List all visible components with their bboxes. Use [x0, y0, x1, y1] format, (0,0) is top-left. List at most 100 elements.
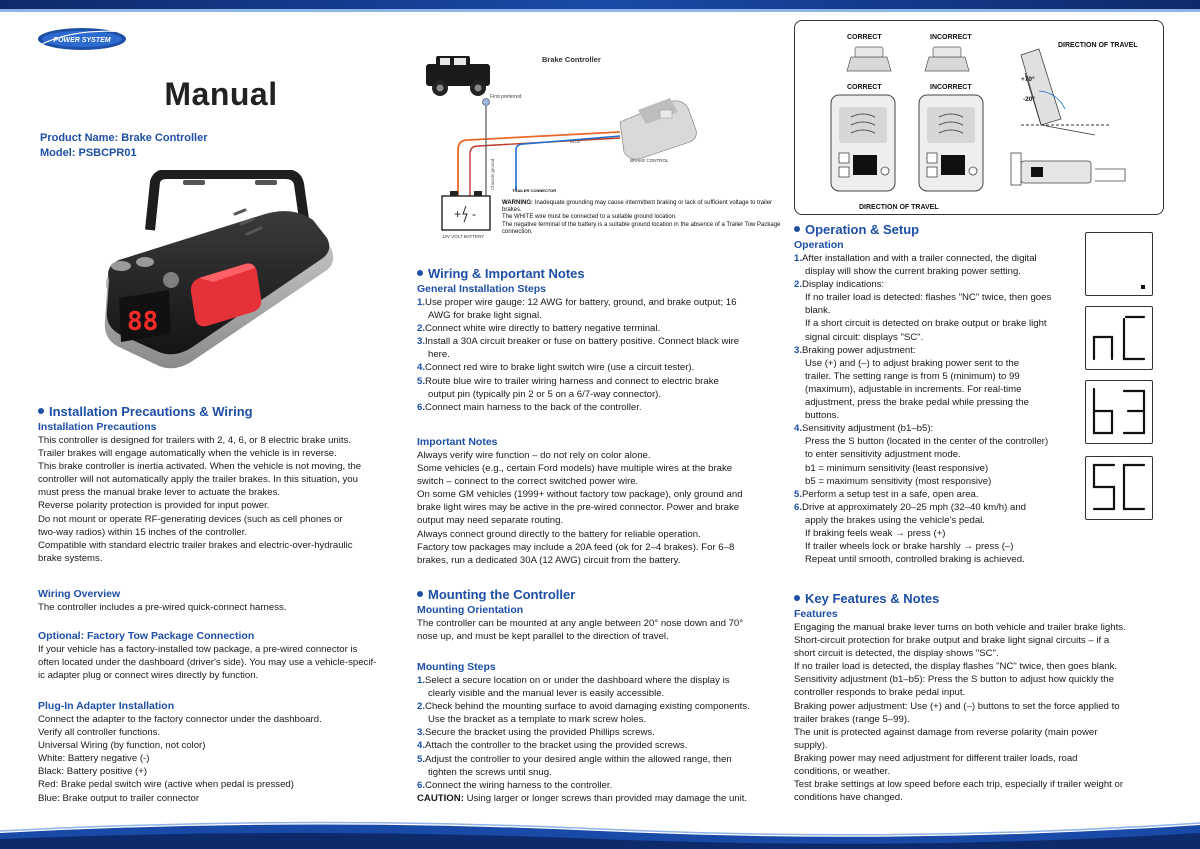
mounting-heading: Mounting the Controller: [417, 587, 785, 602]
orientation-illustration: CORRECT INCORRECT CORRECT INCORRECT: [830, 34, 1138, 211]
operation-item-cont: If a short circuit is detected on brake …: [805, 318, 1047, 330]
installation-line: brake systems.: [38, 552, 103, 564]
installation-line: Do not mount or operate RF-generating de…: [38, 513, 343, 525]
direction-label-top: DIRECTION OF TRAVEL: [1058, 42, 1138, 49]
correct-label-1: CORRECT: [847, 34, 882, 41]
operation-item-cont: display will show the current braking po…: [805, 266, 1021, 278]
top-stripe: [0, 0, 1200, 9]
small-unit-correct-icon: [846, 46, 892, 72]
brake-control-unit-icon: [619, 98, 697, 160]
operation-item-cont: Repeat until smooth, controlled braking …: [805, 554, 1025, 566]
wiring-overview-section: Wiring Overview The controller includes …: [38, 586, 406, 614]
features-section: Key Features & Notes Features Engaging t…: [794, 591, 1164, 804]
feature-line: The unit is protected against damage fro…: [794, 726, 1098, 738]
plugin-adapter-line: Blue: Brake output to trailer connector: [38, 792, 200, 804]
important-note-line: brakes, run a dedicated 30A (12 AWG) cir…: [417, 554, 681, 566]
bullet-icon: [417, 270, 423, 276]
chassis-ground-label: Chassis ground: [490, 158, 495, 190]
mounting-step: 4.Attach the controller to the bracket u…: [417, 740, 688, 752]
display-nc: [1085, 306, 1153, 370]
mounting-step: 1.Select a secure location on or under t…: [417, 675, 730, 686]
plugin-adapter-heading: Plug-In Adapter Installation: [38, 700, 175, 712]
tow-package-line: If your vehicle has a factory-installed …: [38, 644, 358, 655]
page-title: Manual: [164, 76, 278, 112]
operation-heading: Operation & Setup: [794, 222, 1084, 237]
product-name: Product Name: Brake Controller: [40, 132, 208, 144]
installation-line: This brake controller is inertia activat…: [38, 461, 362, 473]
mounting-step: 2.Check behind the mounting surface to a…: [417, 701, 750, 713]
plugin-adapter-line: Universal Wiring (by function, not color…: [38, 740, 206, 752]
bottom-wave-decoration: [0, 821, 1200, 849]
warning-line: The negative terminal of the battery is …: [502, 221, 781, 235]
mounting-step-cont: clearly visible and the manual lever is …: [428, 688, 665, 700]
operation-item-cont: trailer. The setting range is from 5 (mi…: [805, 370, 1020, 382]
install-step: 3.Install a 30A circuit breaker or fuse …: [417, 336, 740, 348]
plugin-adapter-line: Connect the adapter to the factory conne…: [38, 714, 322, 725]
important-note-line: Factory tow packages may include a 20A f…: [417, 541, 735, 553]
model-number: Model: PSBCPR01: [40, 147, 137, 159]
display-blank: [1085, 232, 1153, 296]
feature-line: Sensitivity adjustment (b1–b5): Press th…: [794, 674, 1114, 686]
product-info: Product Name: Brake Controller Model: PS…: [40, 131, 207, 161]
operation-item-cont: Use (+) and (–) to adjust braking power …: [805, 357, 1020, 369]
feature-line: short circuit is detected, the display s…: [794, 648, 999, 660]
operation-item: 3.Braking power adjustment:: [794, 344, 916, 356]
operation-subheading: Operation: [794, 239, 844, 251]
operation-item-cont: Press the S button (located in the cente…: [805, 436, 1049, 448]
mounting-step-cont: Use the bracket as a template to mark sc…: [428, 714, 647, 726]
plugin-adapter-line: Red: Brake pedal switch wire (active whe…: [38, 779, 294, 791]
diagram-title: Brake Controller: [542, 55, 601, 64]
important-notes-section: Important Notes Always verify wire funct…: [417, 434, 785, 567]
bullet-icon: [38, 408, 44, 414]
installation-section: Installation Precautions & Wiring Instal…: [38, 404, 406, 565]
tow-package-line: often located under the dashboard (drive…: [38, 657, 377, 669]
operation-item: 2.Display indications:: [794, 279, 885, 291]
warning-line: Inadequate grounding may cause intermitt…: [502, 200, 773, 214]
important-note-line: Some vehicles (e.g., certain Ford models…: [417, 463, 733, 475]
plugin-adapter-line: White: Battery negative (-): [38, 753, 150, 765]
incorrect-label-2: INCORRECT: [930, 84, 972, 91]
important-note-line: output may need separate routing.: [417, 515, 564, 527]
wiring-overview-line: The controller includes a pre-wired quic…: [38, 602, 287, 613]
feature-line: conditions, or weather.: [794, 766, 890, 778]
feature-line: Braking power may need adjustment for di…: [794, 752, 1078, 764]
mounting-steps-heading: Mounting Steps: [417, 661, 496, 673]
feature-line: controller responds to brake pedal input…: [794, 687, 966, 699]
first-preferred-label: First preferred: [490, 94, 522, 100]
angle-down-label: -20°: [1023, 95, 1035, 103]
important-note-line: On some GM vehicles (1999+ without facto…: [417, 489, 743, 501]
wiring-overview-heading: Wiring Overview: [38, 588, 121, 600]
incorrect-label-1: INCORRECT: [930, 34, 972, 41]
important-note-line: brake light wires may be active in the p…: [417, 502, 740, 514]
operation-item: 6.Drive at approximately 20–25 mph (32–4…: [794, 501, 1026, 513]
operation-item-cont: adjustment, press the brake pedal while …: [805, 397, 1029, 409]
mounting-orientation-box: CORRECT INCORRECT CORRECT INCORRECT: [794, 20, 1164, 215]
wiring-notes-heading: Wiring & Important Notes: [417, 266, 785, 281]
operation-item-cont: (maximum), adjustable in increments. For…: [805, 383, 1022, 395]
unit-front-correct-icon: [830, 94, 896, 192]
plugin-adapter-line: Verify all controller functions.: [38, 727, 161, 739]
tow-package-section: Optional: Factory Tow Package Connection…: [38, 628, 406, 682]
plugin-adapter-line: Black: Battery positive (+): [38, 766, 148, 778]
feature-line: supply).: [794, 739, 828, 751]
operation-item-cont: If trailer wheels lock or brake harshly …: [805, 541, 1014, 553]
wiring-notes-section: Wiring & Important Notes General Install…: [417, 266, 785, 414]
installation-line: This controller is designed for trailers…: [38, 435, 351, 446]
logo-text: POWER SYSTEM: [53, 37, 110, 44]
battery-icon: + -: [441, 191, 491, 231]
svg-text:-: -: [472, 207, 476, 221]
features-heading: Key Features & Notes: [794, 591, 1164, 606]
mounting-step: 3.Secure the bracket using the provided …: [417, 727, 655, 739]
warning-line: The WHITE wire must be connected to a su…: [502, 214, 677, 221]
install-step-cont: here.: [428, 349, 450, 361]
mounting-orientation-heading: Mounting Orientation: [417, 604, 524, 616]
display-sc: [1085, 456, 1153, 520]
brake-control-label: BRAKE CONTROL: [630, 158, 669, 163]
brake-controller-photo: 88: [104, 170, 334, 369]
operation-item: 5.Perform a setup test in a safe, open a…: [794, 488, 979, 500]
warning-label: WARNING:: [502, 200, 533, 206]
feature-line: Test brake settings at low speed before …: [794, 779, 1124, 791]
unit-front-incorrect-icon: [918, 94, 984, 192]
mounting-step: 5.Adjust the controller to your desired …: [417, 753, 732, 765]
brand-logo: POWER SYSTEM: [38, 28, 129, 50]
